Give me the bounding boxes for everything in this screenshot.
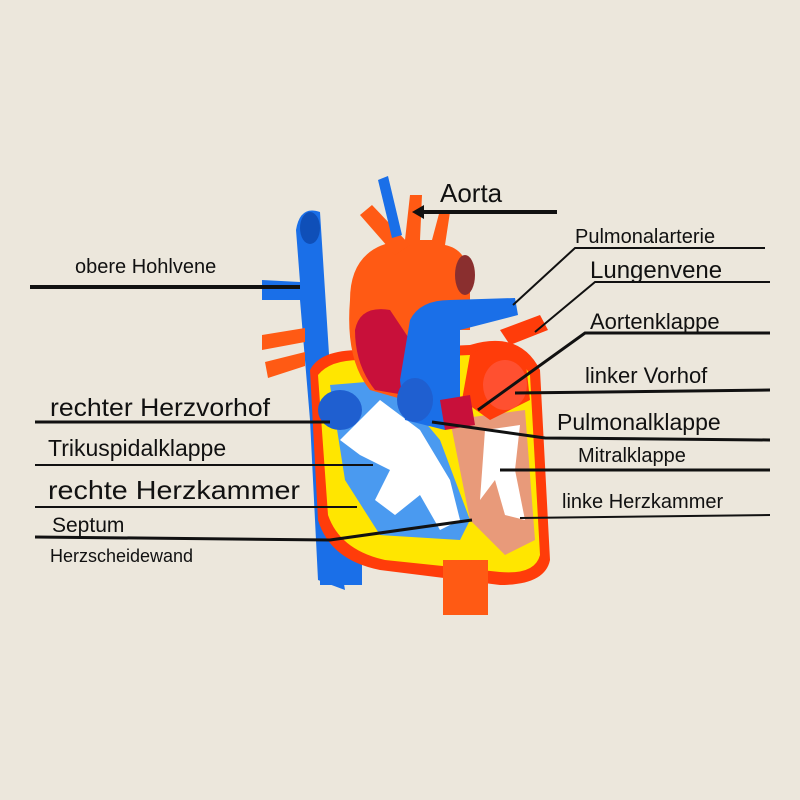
leader-septum [34, 518, 473, 542]
aortic-valve [440, 395, 475, 430]
pulmonary-vein-right [262, 328, 305, 378]
label-mitralklappe: Mitralklappe [578, 445, 686, 467]
pulmonary-vein-left [500, 315, 548, 345]
aorta-inner [355, 309, 410, 395]
label-linke-herzkammer: linke Herzkammer [562, 491, 723, 513]
leader-pulmonalklappe [431, 420, 771, 442]
right-atrium [318, 390, 362, 430]
leader-linker-vorhof [514, 388, 771, 395]
pulmonary-valve [397, 378, 433, 422]
label-rechte-herzkammer: rechte Herzkammer [48, 475, 300, 505]
label-lungenvene: Lungenvene [590, 257, 722, 284]
label-pulmonalarterie: Pulmonalarterie [575, 226, 715, 248]
tricuspid-valve [340, 400, 460, 530]
label-linker-vorhof: linker Vorhof [585, 363, 708, 388]
aorta-branch [360, 205, 410, 255]
leader-lungenvene [534, 281, 770, 333]
leader-linke-herzkammer [519, 514, 771, 519]
label-aorta: Aorta [440, 178, 503, 208]
label-herzscheidewand: Herzscheidewand [50, 546, 193, 566]
aorta-opening [455, 255, 475, 295]
leader-aortenklappe [477, 331, 770, 412]
label-aortenklappe: Aortenklappe [590, 309, 720, 334]
label-septum: Septum [52, 514, 124, 537]
arrowhead-aorta [412, 205, 424, 219]
mitral-valve [480, 425, 525, 520]
leader-pulmonalarterie [512, 247, 765, 306]
label-trikuspidalklappe: Trikuspidalklappe [48, 435, 226, 461]
vena-cava-opening [300, 212, 320, 244]
label-obere-hohlvene: obere Hohlvene [75, 256, 216, 278]
label-rechter-herzvorhof: rechter Herzvorhof [50, 394, 270, 422]
superior-vessel [378, 176, 402, 238]
label-pulmonalklappe: Pulmonalklappe [557, 409, 721, 435]
descending-aorta [443, 560, 488, 615]
